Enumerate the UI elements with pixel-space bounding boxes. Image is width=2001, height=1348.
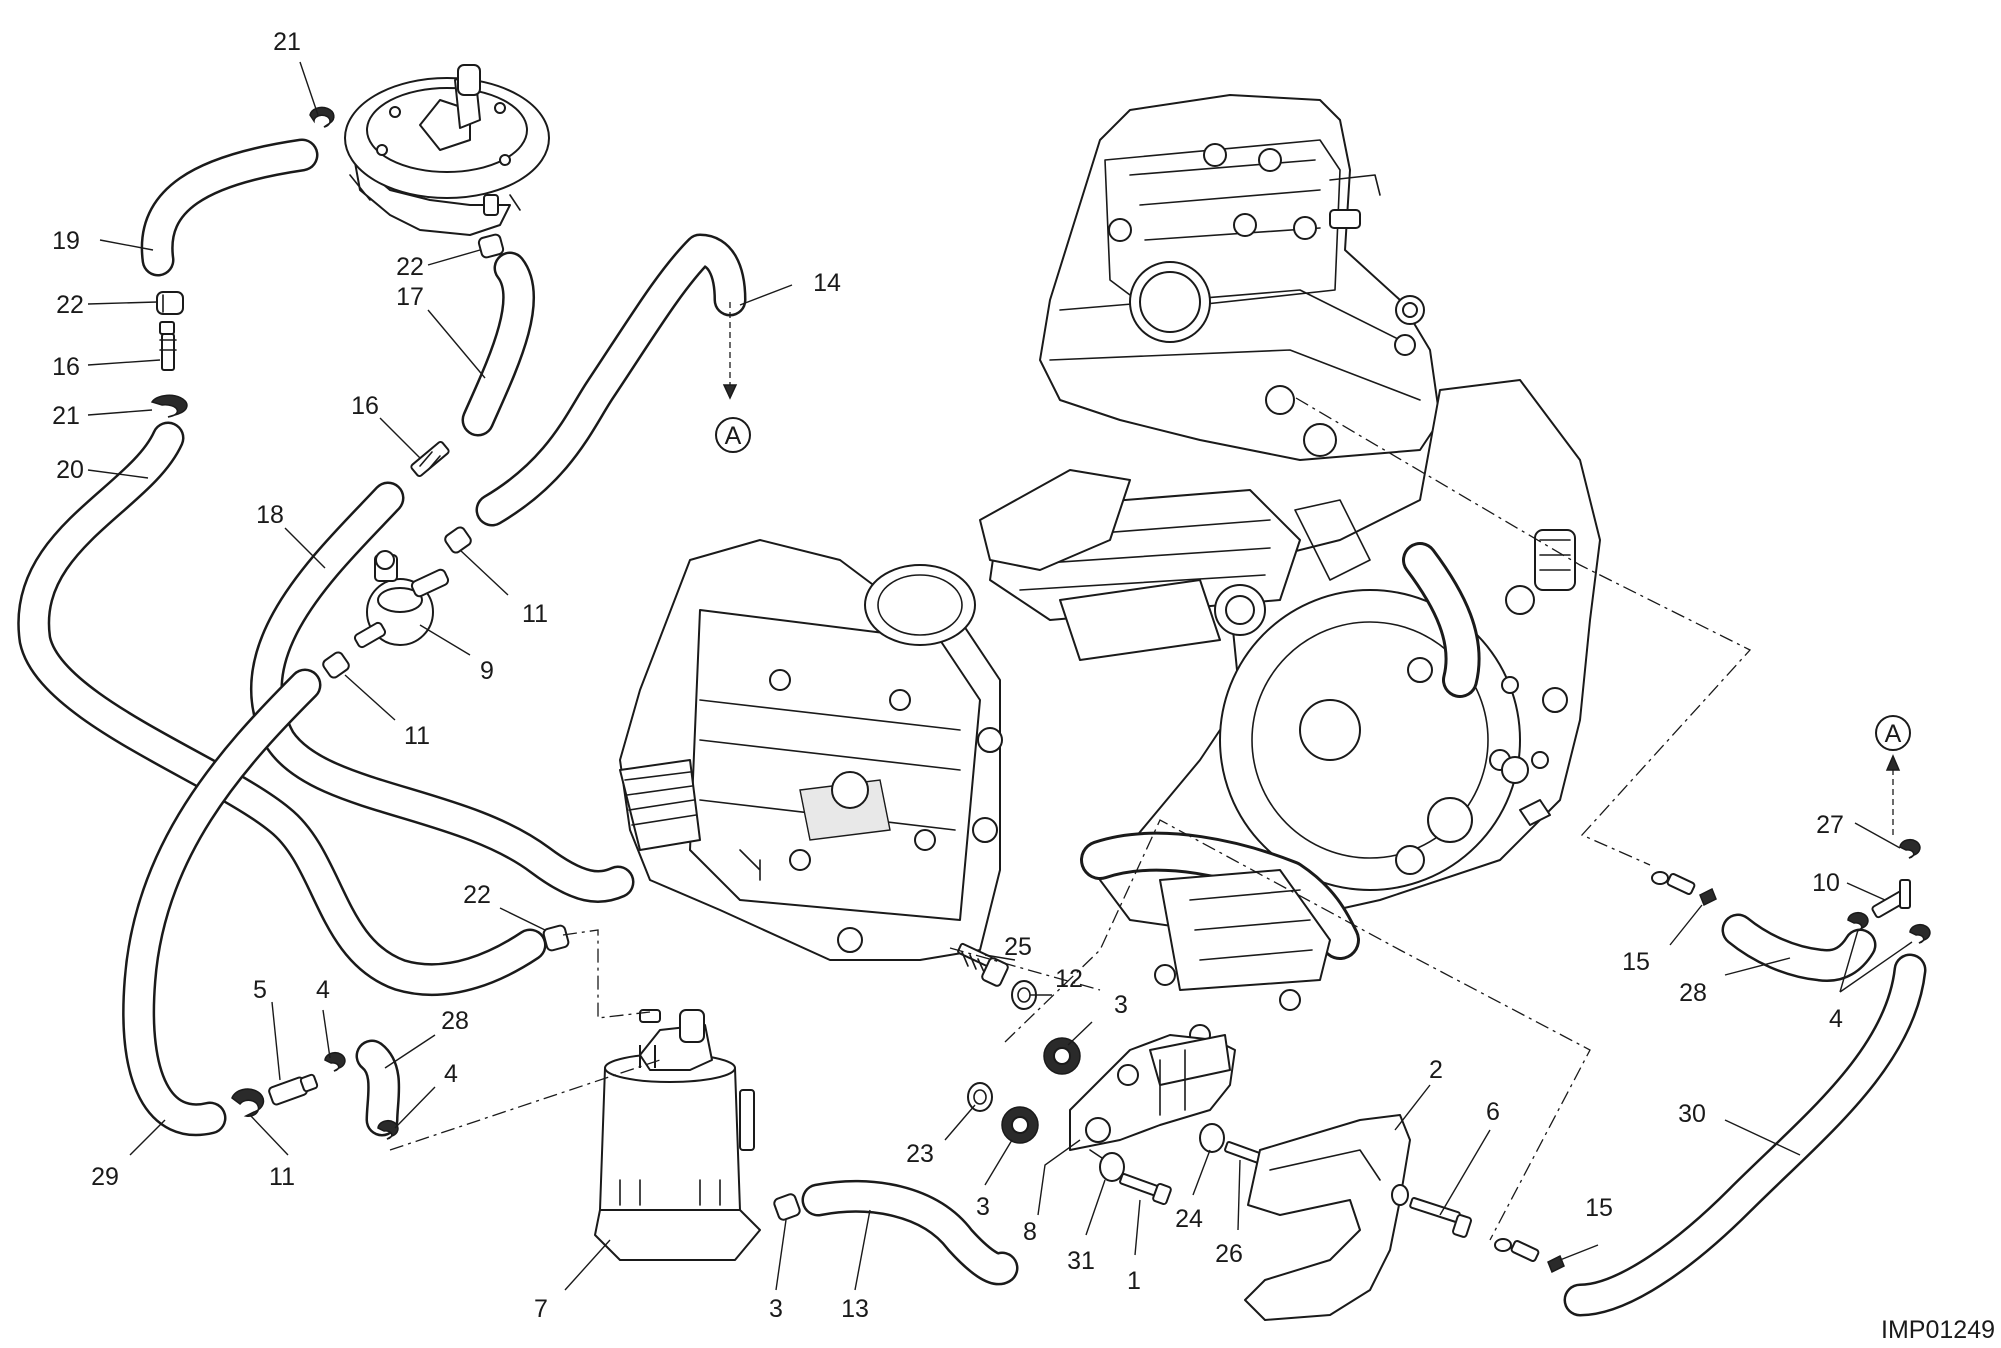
callout-22-lower: 22 xyxy=(463,881,491,909)
callout-19: 19 xyxy=(52,227,80,255)
routing-lines xyxy=(389,302,1894,1241)
callout-22-cap: 22 xyxy=(396,253,424,281)
connection-marker-a-top: A xyxy=(715,417,751,453)
bolt-6 xyxy=(1409,1197,1472,1238)
clamp-11-lower xyxy=(322,651,350,679)
clamp-3-canister xyxy=(773,1193,801,1221)
clamp-21-top xyxy=(309,106,335,128)
clamp-22-left xyxy=(156,291,184,315)
callout-21-top: 21 xyxy=(273,28,301,56)
callout-23: 23 xyxy=(906,1140,934,1168)
engine-assembly xyxy=(619,94,1601,1046)
hose-18 xyxy=(250,481,635,903)
hose-19 xyxy=(140,138,319,277)
drawing-code: IMP01249 xyxy=(1881,1316,1995,1344)
callout-16-middle: 16 xyxy=(351,392,379,420)
callout-16-left: 16 xyxy=(52,353,80,381)
callout-4-upper-left: 4 xyxy=(316,976,330,1004)
marker-a-right-label: A xyxy=(1885,720,1902,748)
callout-labels: 21 19 22 16 21 20 22 17 16 18 14 11 9 11… xyxy=(52,28,1844,1323)
connector-15-lower xyxy=(1494,1238,1565,1274)
grommet-3-upper xyxy=(1043,1037,1081,1075)
callout-9: 9 xyxy=(480,657,494,685)
callout-10: 10 xyxy=(1812,869,1840,897)
callout-27: 27 xyxy=(1816,811,1844,839)
hose-30 xyxy=(1563,953,1927,1317)
bracket-8 xyxy=(1069,1034,1236,1171)
callout-29: 29 xyxy=(91,1163,119,1191)
callout-6: 6 xyxy=(1486,1098,1500,1126)
clamp-21-left xyxy=(150,394,188,418)
clamp-4-upper-left xyxy=(324,1051,346,1072)
callout-26: 26 xyxy=(1215,1240,1243,1268)
clamp-27 xyxy=(1899,838,1921,859)
tee-fitting-10 xyxy=(1871,879,1911,919)
hose-20 xyxy=(17,421,547,997)
valve-9 xyxy=(353,550,450,649)
callout-15-lower: 15 xyxy=(1585,1194,1613,1222)
washer-23 xyxy=(967,1082,993,1112)
callout-30: 30 xyxy=(1678,1100,1706,1128)
clamp-4-lower-left xyxy=(377,1119,399,1140)
bolt-25 xyxy=(957,942,1009,987)
grommet-3-lower xyxy=(1001,1106,1039,1144)
callout-4-right: 4 xyxy=(1829,1005,1843,1033)
callout-31: 31 xyxy=(1067,1247,1095,1275)
callout-28-left: 28 xyxy=(441,1007,469,1035)
fitting-5 xyxy=(268,1073,319,1106)
arrow-down-to-A xyxy=(722,384,738,400)
leader-lines xyxy=(87,61,1913,1291)
bolt-1 xyxy=(1119,1173,1172,1206)
callout-28-right: 28 xyxy=(1679,979,1707,1007)
connector-15-upper xyxy=(1651,871,1717,907)
hose-28-left xyxy=(355,1039,401,1137)
fitting-16-middle xyxy=(410,441,450,477)
arrow-up-to-A xyxy=(1885,754,1901,771)
canister-7 xyxy=(594,1009,761,1261)
cover-2 xyxy=(1244,1114,1411,1321)
clamp-4-right-a xyxy=(1847,911,1869,932)
hose-28-right xyxy=(1721,913,1877,982)
connection-marker-a-right: A xyxy=(1875,715,1911,751)
clamp-11-bottom xyxy=(231,1088,265,1117)
callout-12: 12 xyxy=(1055,965,1083,993)
callout-18: 18 xyxy=(256,501,284,529)
callout-21-left: 21 xyxy=(52,402,80,430)
callout-20: 20 xyxy=(56,456,84,484)
callout-24: 24 xyxy=(1175,1205,1203,1233)
callout-11-lower: 11 xyxy=(404,722,430,750)
callout-22-left: 22 xyxy=(56,291,84,319)
marker-a-top-label: A xyxy=(725,422,742,450)
callout-8: 8 xyxy=(1023,1218,1037,1246)
callout-1: 1 xyxy=(1127,1267,1141,1295)
callout-11-bottom: 11 xyxy=(269,1163,295,1191)
callout-5: 5 xyxy=(253,976,267,1004)
callout-4-lower-left: 4 xyxy=(444,1060,458,1088)
callout-3-lower: 3 xyxy=(976,1193,990,1221)
hose-14 xyxy=(475,233,747,527)
callout-2: 2 xyxy=(1429,1056,1443,1084)
clamp-22-lower xyxy=(542,924,570,952)
fuel-filler-cap xyxy=(344,64,550,236)
clamp-11-upper xyxy=(444,526,472,554)
clamp-22-cap xyxy=(477,233,505,259)
hose-17 xyxy=(461,251,536,437)
callout-13: 13 xyxy=(841,1295,869,1323)
callout-14: 14 xyxy=(813,269,841,297)
callout-25: 25 xyxy=(1004,933,1032,961)
callout-3-upper: 3 xyxy=(1114,991,1128,1019)
washer-31 xyxy=(1099,1152,1125,1182)
clamp-4-right-b xyxy=(1909,923,1931,944)
callout-15-upper: 15 xyxy=(1622,948,1650,976)
callout-3-canister: 3 xyxy=(769,1295,783,1323)
callout-11-upper: 11 xyxy=(522,600,548,628)
callout-7: 7 xyxy=(534,1295,548,1323)
washer-24 xyxy=(1199,1123,1225,1153)
hose-13 xyxy=(801,1179,1019,1286)
hose-29 xyxy=(122,668,322,1137)
callout-17: 17 xyxy=(396,283,424,311)
fitting-16-left xyxy=(159,321,177,371)
